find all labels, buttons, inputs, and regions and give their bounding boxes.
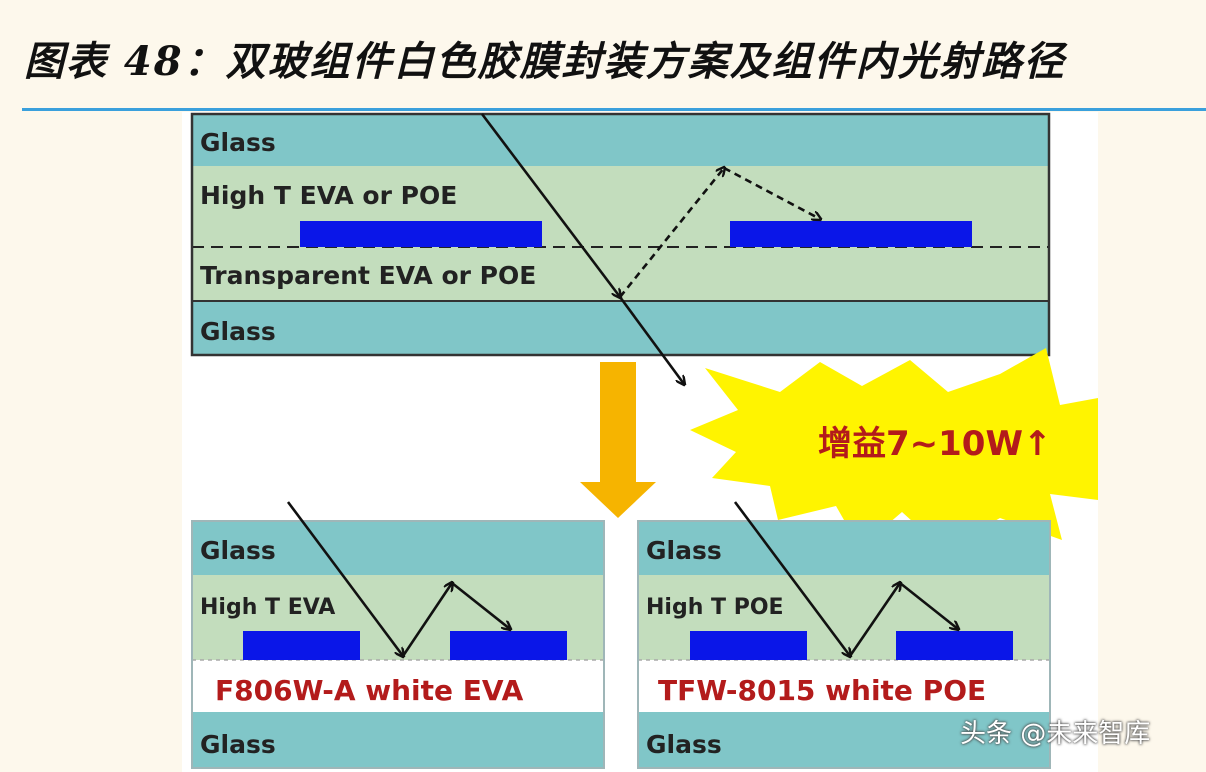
label-glass-bottom: Glass [200,317,276,346]
gain-burst: 增益7~10W↑ [690,348,1098,550]
right-label-white-poe: TFW-8015 white POE [658,674,986,707]
right-reflected-ray-down [899,581,958,629]
right-glass-top-layer [638,521,1050,575]
label-transparent-eva-or-poe: Transparent EVA or POE [200,261,536,290]
left-glass-bottom-layer [192,712,604,768]
right-reflected-ray-up [848,583,900,657]
right-solar-cell-2 [896,631,1013,660]
right-white-layer [638,660,1050,712]
down-arrow-head [580,482,656,518]
top-glass-layer [192,114,1049,166]
label-high-t-eva-or-poe: High T EVA or POE [200,181,457,210]
left-label-glass-top: Glass [200,536,276,565]
top-module-border [190,112,1051,357]
left-solar-cell-1 [243,631,360,660]
incident-light-ray [480,113,620,297]
left-label-high-t-eva: High T EVA [200,595,335,620]
solar-cell-right [730,221,972,247]
title-divider [22,108,1206,111]
left-label-glass-bottom: Glass [200,730,276,759]
right-module-border [637,520,1051,769]
right-label-high-t-poe: High T POE [646,595,784,620]
top-module: Glass High T EVA or POE Transparent EVA … [190,112,1051,384]
solar-cell-left [300,221,542,247]
figure-title: 图表 48：双玻组件白色胶膜封装方案及组件内光射路径 [24,38,1066,85]
left-label-white-eva: F806W-A white EVA [215,674,524,707]
right-label-glass-top: Glass [646,536,722,565]
right-label-glass-bottom: Glass [646,730,722,759]
reflected-light-ray-down [723,166,820,219]
right-module: Glass High T POE TFW-8015 white POE Glas… [637,501,1051,769]
left-glass-top-layer [192,521,604,575]
right-incident-ray [733,501,850,656]
right-glass-bottom-layer [638,712,1050,768]
down-arrow-shaft [600,362,636,482]
left-module-border [191,520,605,769]
bottom-glass-layer [192,302,1049,355]
gain-label: 增益7~10W↑ [818,424,1051,464]
reflected-light-ray-up [618,168,724,298]
left-incident-ray [286,501,403,656]
right-solar-cell-1 [690,631,807,660]
gain-burst-shape [690,348,1098,550]
label-glass-top: Glass [200,128,276,157]
left-reflected-ray-up [401,583,452,657]
transmitted-light-ray [618,296,684,384]
left-solar-cell-2 [450,631,567,660]
transition-arrow [580,362,656,518]
left-white-layer [192,660,604,712]
left-reflected-ray-down [451,581,510,629]
left-module: Glass High T EVA F806W-A white EVA Glass [191,501,605,769]
watermark-label: 头条 @未来智库 [960,719,1151,749]
